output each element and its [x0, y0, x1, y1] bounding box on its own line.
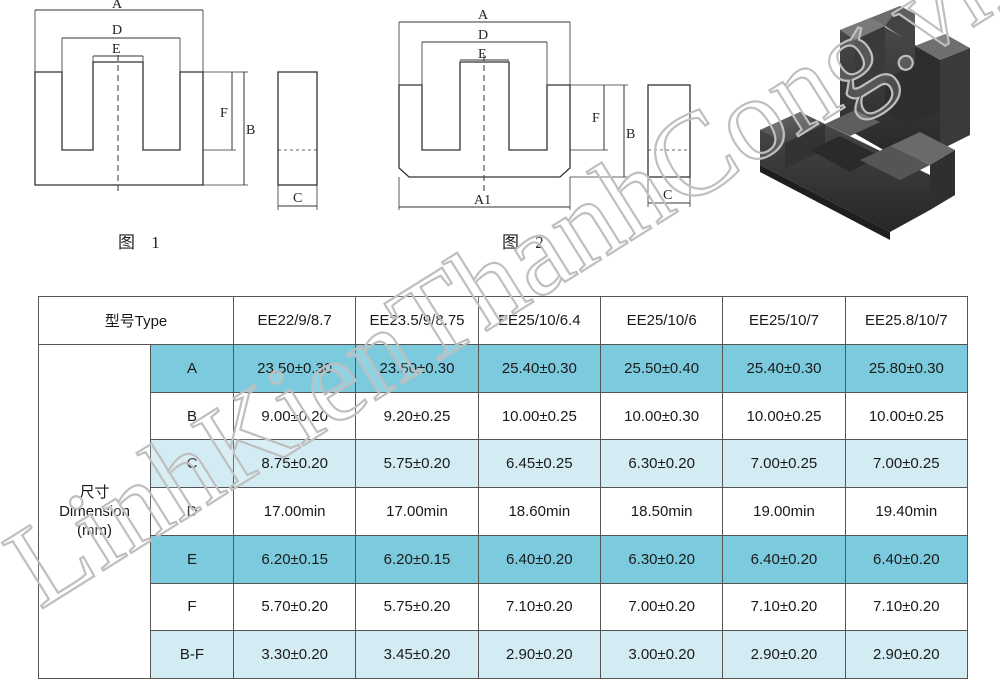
- value-cell: 18.60min: [477, 487, 601, 536]
- value-cell: 7.10±0.20: [722, 582, 846, 632]
- value-cell: 3.30±0.20: [232, 630, 357, 679]
- fig1-label-d: D: [112, 23, 122, 38]
- fig1-label-b: B: [246, 123, 255, 138]
- table-row: D 17.00min 17.00min 18.60min 18.50min 19…: [39, 487, 969, 536]
- param-cell: B-F: [150, 630, 234, 679]
- value-cell: 5.75±0.20: [355, 439, 479, 489]
- value-cell: 3.45±0.20: [355, 630, 479, 679]
- table-header-row: 型号Type EE22/9/8.7 EE23.5/9/8.75 EE25/10/…: [38, 296, 969, 345]
- value-cell: 6.45±0.25: [477, 439, 601, 489]
- value-cell: 2.90±0.20: [844, 630, 969, 679]
- value-cell: 6.30±0.20: [599, 534, 724, 584]
- value-cell: 25.40±0.30: [722, 344, 846, 393]
- value-cell: 2.90±0.20: [477, 630, 601, 679]
- value-cell: 6.40±0.20: [844, 534, 969, 584]
- type-column-header: EE25/10/6: [599, 296, 724, 345]
- param-cell: A: [150, 344, 234, 393]
- value-cell: 19.40min: [844, 487, 969, 536]
- fig2-label-d: D: [478, 28, 488, 43]
- param-cell: B: [150, 391, 234, 441]
- param-cell: F: [150, 582, 234, 632]
- fig2-label-b: B: [626, 127, 635, 142]
- value-cell: 17.00min: [355, 487, 479, 536]
- value-cell: 6.20±0.15: [232, 534, 357, 584]
- type-column-header: EE25/10/7: [722, 296, 846, 345]
- type-column-header: EE22/9/8.7: [232, 296, 357, 345]
- dimension-label-en: Dimension: [59, 503, 130, 520]
- ferrite-core-photo: [760, 6, 970, 240]
- value-cell: 25.40±0.30: [477, 344, 601, 393]
- value-cell: 6.30±0.20: [599, 439, 724, 489]
- type-column-header: EE25/10/6.4: [477, 296, 601, 345]
- figure-2-caption: 图 2: [502, 233, 550, 252]
- dimension-label-unit: (mm): [77, 522, 112, 539]
- value-cell: 6.40±0.20: [722, 534, 846, 584]
- figure-2-drawing: A D E F B A1 C: [398, 8, 691, 210]
- value-cell: 3.00±0.20: [599, 630, 724, 679]
- param-cell: C: [150, 439, 234, 489]
- value-cell: 7.10±0.20: [477, 582, 601, 632]
- figure-1-drawing: A D E F B C: [34, 0, 318, 210]
- table-row: B 9.00±0.20 9.20±0.25 10.00±0.25 10.00±0…: [39, 391, 969, 441]
- value-cell: 18.50min: [599, 487, 724, 536]
- value-cell: 5.70±0.20: [232, 582, 357, 632]
- value-cell: 10.00±0.25: [722, 391, 846, 441]
- specification-table: 型号Type EE22/9/8.7 EE23.5/9/8.75 EE25/10/…: [38, 296, 969, 679]
- fig1-label-e: E: [112, 42, 121, 57]
- value-cell: 6.40±0.20: [477, 534, 601, 584]
- table-row: 尺寸 Dimension (mm) A 23.50±0.30 23.50±0.3…: [38, 344, 969, 679]
- value-cell: 19.00min: [722, 487, 846, 536]
- type-column-header: EE25.8/10/7: [844, 296, 969, 345]
- value-cell: 9.20±0.25: [355, 391, 479, 441]
- value-cell: 2.90±0.20: [722, 630, 846, 679]
- value-cell: 7.10±0.20: [844, 582, 969, 632]
- table-row: C 8.75±0.20 5.75±0.20 6.45±0.25 6.30±0.2…: [39, 439, 969, 489]
- type-column-header: EE23.5/9/8.75: [355, 296, 479, 345]
- value-cell: 10.00±0.25: [477, 391, 601, 441]
- value-cell: 5.75±0.20: [355, 582, 479, 632]
- value-cell: 25.80±0.30: [844, 344, 969, 393]
- table-row: F 5.70±0.20 5.75±0.20 7.10±0.20 7.00±0.2…: [39, 582, 969, 632]
- fig2-label-a: A: [478, 8, 489, 23]
- value-cell: 10.00±0.25: [844, 391, 969, 441]
- value-cell: 7.00±0.25: [844, 439, 969, 489]
- fig2-label-a1: A1: [474, 193, 491, 208]
- dimension-label: 尺寸 Dimension (mm): [38, 344, 151, 679]
- dimension-label-cn: 尺寸: [79, 484, 110, 501]
- figure-1-caption: 图 1: [118, 233, 166, 252]
- value-cell: 7.00±0.20: [599, 582, 724, 632]
- fig2-label-e: E: [478, 47, 487, 62]
- value-cell: 25.50±0.40: [599, 344, 724, 393]
- value-cell: 23.50±0.30: [355, 344, 479, 393]
- fig2-label-f: F: [592, 111, 600, 126]
- param-cell: D: [150, 487, 234, 536]
- fig1-label-a: A: [112, 0, 123, 12]
- table-row: E 6.20±0.15 6.20±0.15 6.40±0.20 6.30±0.2…: [39, 534, 969, 584]
- table-row: B-F 3.30±0.20 3.45±0.20 2.90±0.20 3.00±0…: [39, 630, 969, 679]
- fig2-label-c: C: [663, 188, 672, 203]
- fig1-label-f: F: [220, 106, 228, 121]
- value-cell: 10.00±0.30: [599, 391, 724, 441]
- value-cell: 7.00±0.25: [722, 439, 846, 489]
- value-cell: 23.50±0.30: [232, 344, 357, 393]
- param-cell: E: [150, 534, 234, 584]
- value-cell: 6.20±0.15: [355, 534, 479, 584]
- type-header: 型号Type: [38, 296, 234, 345]
- value-cell: 8.75±0.20: [232, 439, 357, 489]
- value-cell: 9.00±0.20: [232, 391, 357, 441]
- value-cell: 17.00min: [232, 487, 357, 536]
- fig1-label-c: C: [293, 191, 302, 206]
